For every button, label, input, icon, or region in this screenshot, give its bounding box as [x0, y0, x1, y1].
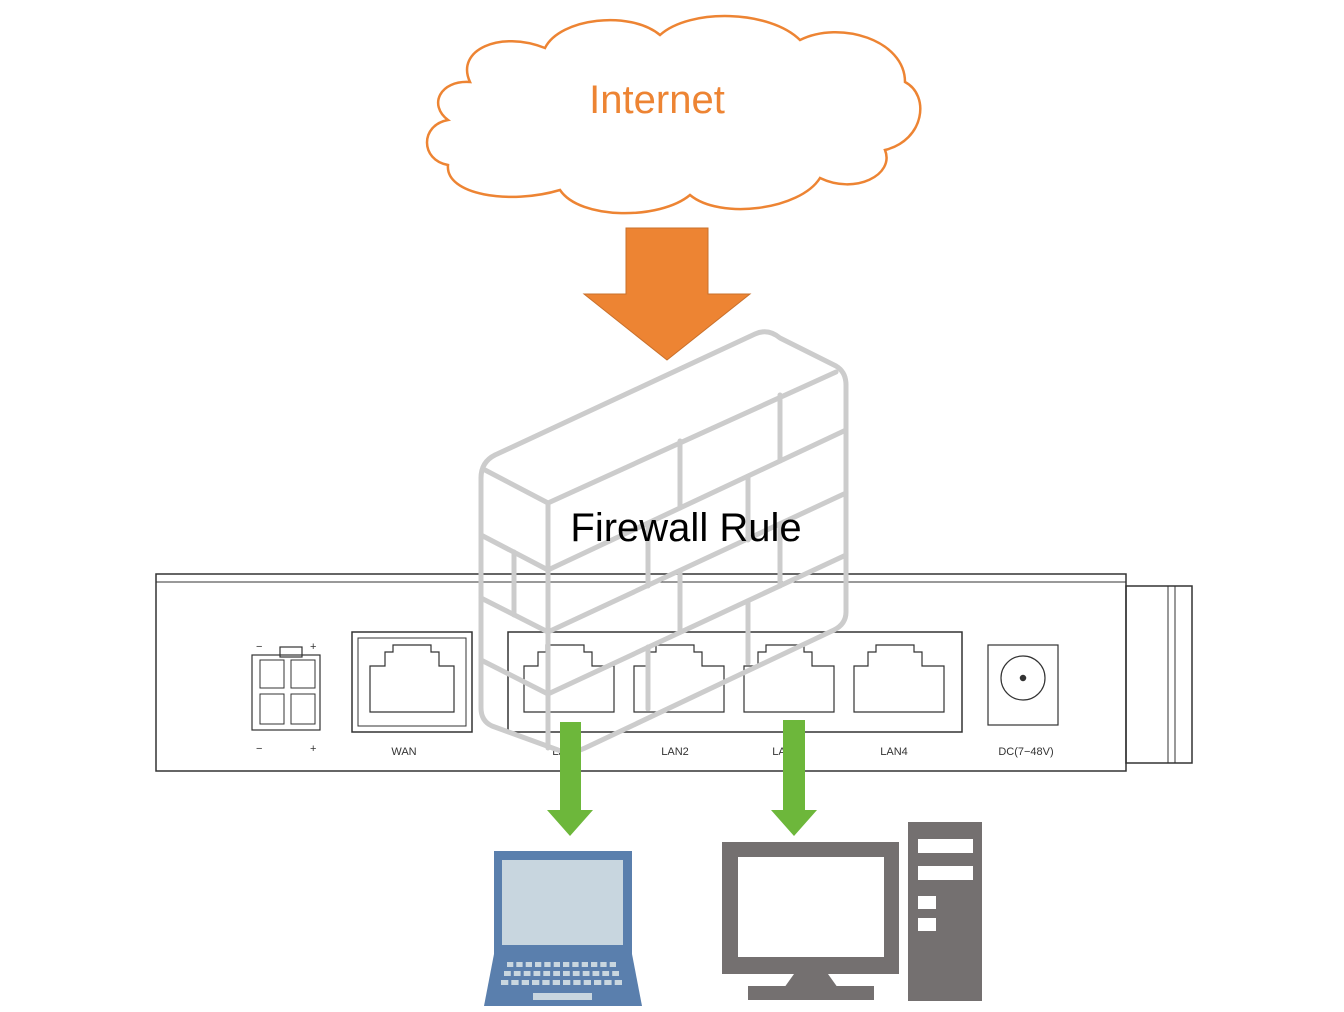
laptop-key: [583, 980, 591, 985]
laptop-key: [553, 962, 560, 967]
down-arrow-icon: [547, 722, 593, 836]
desktop-computer-icon: [722, 822, 982, 1001]
router-icon: [155, 573, 1193, 772]
laptop-key: [525, 962, 532, 967]
laptop-key: [516, 962, 523, 967]
laptop-key: [535, 962, 542, 967]
firewall-icon: [478, 329, 849, 755]
laptop-key: [552, 980, 560, 985]
laptop-key: [563, 980, 571, 985]
lan-port-block: [507, 631, 963, 733]
laptop-key: [553, 971, 560, 976]
laptop-key: [542, 980, 550, 985]
router-body: [155, 573, 1127, 772]
laptop-key: [614, 980, 622, 985]
laptop-key: [582, 971, 590, 976]
dc-jack-icon: [987, 644, 1059, 726]
laptop-key: [521, 980, 529, 985]
laptop-key: [532, 980, 540, 985]
router-labels: − + − + WAN LAN1 LAN2 LAN3 LAN4 DC(7−48V…: [256, 641, 1054, 758]
laptop-key: [544, 962, 551, 967]
laptop-key: [600, 962, 607, 967]
laptop-icon: [484, 851, 642, 1006]
wan-port: [351, 631, 473, 733]
cloud-icon: [425, 14, 922, 215]
laptop-key: [533, 971, 541, 976]
dc-label: DC(7−48V): [998, 746, 1053, 758]
power-plus-bottom: +: [310, 743, 316, 755]
down-arrow-icon: [582, 227, 752, 361]
laptop-key: [572, 962, 579, 967]
laptop-key: [504, 971, 511, 976]
firewall-label: Firewall Rule: [570, 506, 801, 550]
laptop-key: [511, 980, 519, 985]
port-label-lan4: LAN4: [880, 746, 908, 758]
router-side-module: [1125, 585, 1193, 764]
laptop-key: [581, 962, 588, 967]
laptop-key: [602, 971, 610, 976]
port-label-lan2: LAN2: [661, 746, 689, 758]
down-arrow-icon: [771, 720, 817, 836]
laptop-key: [523, 971, 531, 976]
laptop-key: [594, 980, 602, 985]
laptop-key: [609, 962, 616, 967]
laptop-key: [543, 971, 551, 976]
laptop-key: [591, 962, 598, 967]
laptop-key: [563, 971, 570, 976]
laptop-key: [501, 980, 509, 985]
laptop-key: [513, 971, 521, 976]
power-minus-top: −: [256, 641, 262, 653]
laptop-key: [563, 962, 570, 967]
power-connector-icon: [251, 646, 321, 731]
laptop-key: [572, 971, 580, 976]
internet-cloud: Internet: [425, 14, 922, 215]
laptop-key: [507, 962, 514, 967]
power-plus-top: +: [310, 641, 316, 653]
laptop-key: [573, 980, 581, 985]
laptop-key: [612, 971, 619, 976]
port-label-wan: WAN: [391, 746, 416, 758]
internet-label: Internet: [589, 78, 725, 122]
laptop-key: [604, 980, 612, 985]
laptop-key: [592, 971, 600, 976]
power-minus-bottom: −: [256, 743, 262, 755]
